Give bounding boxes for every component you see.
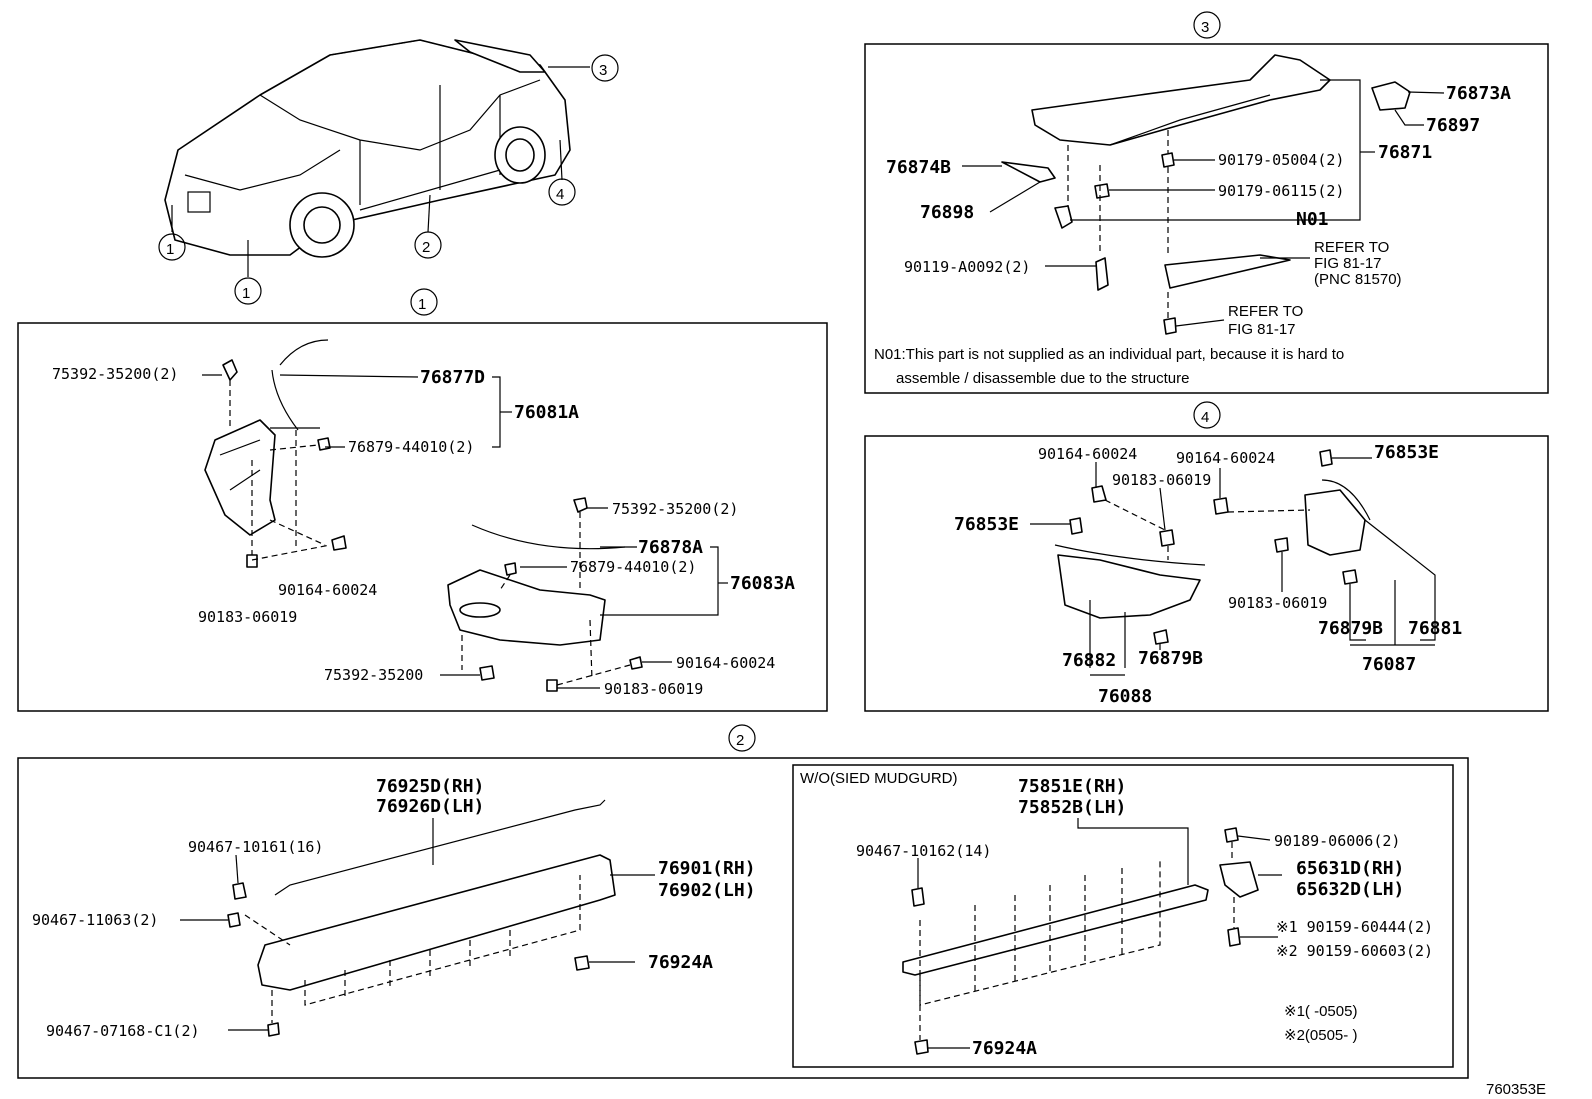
front-spoiler-right-drawing xyxy=(447,497,643,692)
label-76879-44010-b: 76879-44010(2) xyxy=(570,558,696,576)
label-76882: 76882 xyxy=(1062,650,1116,671)
front-spoiler-left-drawing xyxy=(204,339,347,568)
n01-note-line-2: assemble / disassemble due to the struct… xyxy=(896,370,1189,387)
label-76925D: 76925D(RH) xyxy=(376,776,484,797)
label-90159-60444: ※1 90159-60444(2) xyxy=(1276,918,1433,936)
label-76871: 76871 xyxy=(1378,142,1432,163)
refer-1-line-1: REFER TO xyxy=(1314,239,1389,256)
side-leaders xyxy=(180,818,655,1031)
svg-text:1: 1 xyxy=(418,296,426,313)
label-76877D: 76877D xyxy=(420,367,485,388)
mudguard-title: W/O(SIED MUDGURD) xyxy=(800,770,958,787)
section-4-title: 4 xyxy=(1193,401,1221,429)
label-90164-60024-a: 90164-60024 xyxy=(278,581,377,599)
section-1-title: 1 xyxy=(410,288,438,316)
label-N01: N01 xyxy=(1296,209,1329,230)
label-75392-35200-c: 75392-35200 xyxy=(324,666,423,684)
label-65631D: 65631D(RH) xyxy=(1296,858,1404,879)
label-76873A: 76873A xyxy=(1446,83,1511,104)
rear-corner-drawing xyxy=(1054,449,1371,645)
label-90467-10162: 90467-10162(14) xyxy=(856,842,991,860)
label-90183-06019-a: 90183-06019 xyxy=(198,608,297,626)
mudguard-note-1: ※1( -0505) xyxy=(1284,1003,1357,1020)
label-90179-05004: 90179-05004(2) xyxy=(1218,151,1344,169)
label-76881: 76881 xyxy=(1408,618,1462,639)
label-90467-07168: 90467-07168-C1(2) xyxy=(46,1022,200,1040)
section-2-title: 2 xyxy=(728,724,756,752)
label-90119-A0092: 90119-A0092(2) xyxy=(904,258,1030,276)
label-75392-35200-a: 75392-35200(2) xyxy=(52,365,178,383)
label-90467-10161: 90467-10161(16) xyxy=(188,838,323,856)
mudguard-drawing xyxy=(902,827,1259,1055)
front-labels: 75392-35200(2) 76877D 76081A 76879-44010… xyxy=(52,365,795,698)
spoiler-leaders xyxy=(962,79,1445,327)
label-76088: 76088 xyxy=(1098,686,1152,707)
section-3-title: 3 xyxy=(1193,11,1221,39)
refer-1-line-2: FIG 81-17 xyxy=(1314,255,1382,272)
label-76924A-b: 76924A xyxy=(972,1038,1037,1059)
label-76853E-b: 76853E xyxy=(954,514,1019,535)
label-75852B: 75852B(LH) xyxy=(1018,797,1126,818)
refer-2-line-1: REFER TO xyxy=(1228,303,1303,320)
spoiler-labels: 76873A 76897 76871 76874B 90179-05004(2)… xyxy=(874,83,1511,387)
label-76902: 76902(LH) xyxy=(658,880,756,901)
mudguard-subframe xyxy=(792,764,1454,1068)
label-90164-60024-d: 90164-60024 xyxy=(1176,449,1275,467)
rear-corner-labels: 90164-60024 90164-60024 76853E 90183-060… xyxy=(954,442,1462,707)
label-75851E: 75851E(RH) xyxy=(1018,776,1126,797)
svg-text:4: 4 xyxy=(1201,409,1209,426)
label-65632D: 65632D(LH) xyxy=(1296,879,1404,900)
label-90189-06006: 90189-06006(2) xyxy=(1274,832,1400,850)
label-90179-06115: 90179-06115(2) xyxy=(1218,182,1344,200)
side-labels: 76925D(RH) 76926D(LH) 90467-10161(16) 76… xyxy=(32,776,756,1040)
label-76081A: 76081A xyxy=(514,402,579,423)
mudguard-labels: 75851E(RH) 75852B(LH) 90467-10162(14) 90… xyxy=(856,776,1433,1059)
mudguard-leaders xyxy=(917,818,1282,1049)
label-76901: 76901(RH) xyxy=(658,858,756,879)
svg-text:2: 2 xyxy=(736,732,744,749)
section-1-frame xyxy=(17,322,828,712)
label-90183-06019-c: 90183-06019 xyxy=(1112,471,1211,489)
label-76898: 76898 xyxy=(920,202,974,223)
label-76878A: 76878A xyxy=(638,537,703,558)
label-76087: 76087 xyxy=(1362,654,1416,675)
svg-text:4: 4 xyxy=(556,186,564,203)
section-2-frame xyxy=(17,757,1469,1079)
label-90183-06019-b: 90183-06019 xyxy=(604,680,703,698)
label-76897: 76897 xyxy=(1426,115,1480,136)
section-3-frame xyxy=(864,43,1549,394)
refer-2-line-2: FIG 81-17 xyxy=(1228,321,1296,338)
label-75392-35200-b: 75392-35200(2) xyxy=(612,500,738,518)
label-76879-44010-a: 76879-44010(2) xyxy=(348,438,474,456)
svg-text:2: 2 xyxy=(422,239,430,256)
label-76924A-a: 76924A xyxy=(648,952,713,973)
refer-1-line-3: (PNC 81570) xyxy=(1314,271,1402,288)
label-76083A: 76083A xyxy=(730,573,795,594)
section-4-frame xyxy=(864,435,1549,712)
label-76853E-a: 76853E xyxy=(1374,442,1439,463)
car-callouts: 3 4 2 1 1 xyxy=(158,54,619,305)
label-90159-60603: ※2 90159-60603(2) xyxy=(1276,942,1433,960)
label-76874B: 76874B xyxy=(886,157,951,178)
n01-note-line-1: N01:This part is not supplied as an indi… xyxy=(874,346,1344,363)
svg-text:3: 3 xyxy=(599,62,607,79)
svg-text:3: 3 xyxy=(1201,19,1209,36)
svg-text:1: 1 xyxy=(242,285,250,302)
car-overview-illustration xyxy=(164,39,571,258)
front-leaders xyxy=(202,374,728,689)
label-76926D: 76926D(LH) xyxy=(376,796,484,817)
rear-spoiler-drawing xyxy=(1001,54,1411,335)
svg-text:1: 1 xyxy=(166,241,174,258)
label-90164-60024-c: 90164-60024 xyxy=(1038,445,1137,463)
label-90467-11063: 90467-11063(2) xyxy=(32,911,158,929)
label-76879B-a: 76879B xyxy=(1318,618,1383,639)
label-76879B-b: 76879B xyxy=(1138,648,1203,669)
rear-corner-leaders xyxy=(1030,457,1436,676)
side-rocker-drawing xyxy=(227,799,616,1037)
mudguard-note-2: ※2(0505- ) xyxy=(1284,1027,1357,1044)
label-90164-60024-b: 90164-60024 xyxy=(676,654,775,672)
figure-id: 760353E xyxy=(1486,1081,1546,1098)
label-90183-06019-d: 90183-06019 xyxy=(1228,594,1327,612)
